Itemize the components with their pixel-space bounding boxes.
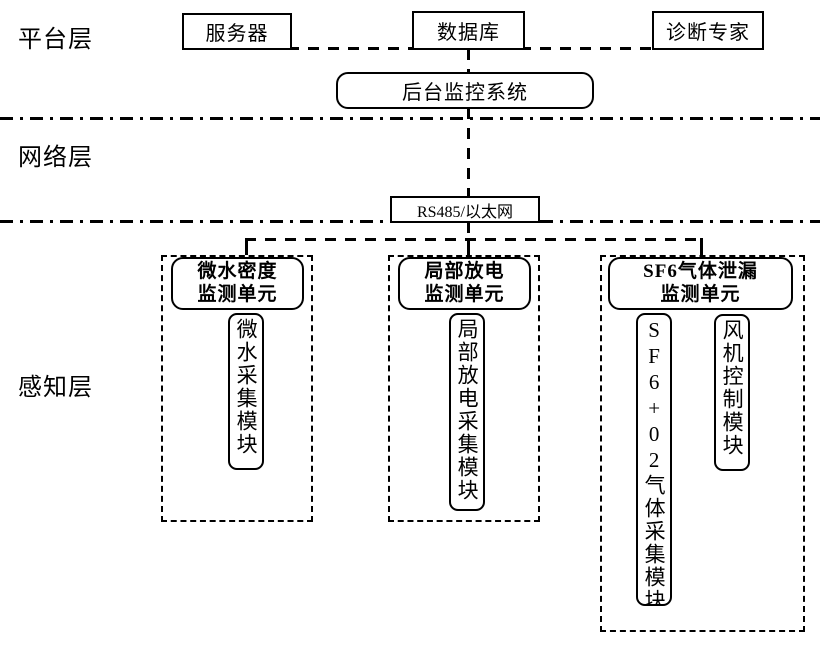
connector-distribution-bus: [245, 238, 702, 241]
backend-monitoring-system[interactable]: 后台监控系统: [336, 72, 594, 109]
layer-label-platform: 平台层: [18, 27, 93, 53]
micro-water-title-line1: 微水密度: [197, 261, 278, 283]
layer-label-network: 网络层: [18, 145, 93, 171]
sensing-unit-micro-water-density-title[interactable]: 微水密度 监测单元: [171, 257, 304, 310]
connector-bus-drop-left: [245, 238, 248, 255]
platform-node-server[interactable]: 服务器: [182, 13, 292, 50]
protocol-tag-rs485-ethernet[interactable]: RS485/以太网: [390, 196, 540, 223]
sensing-unit-sf6-gas-leak-title[interactable]: SF6气体泄漏 监测单元: [608, 257, 793, 310]
sensing-unit-sf6-gas-leak: [600, 255, 805, 632]
platform-node-database-label: 数据库: [437, 22, 500, 44]
connector-bus-drop-right: [700, 238, 703, 255]
connector-bus-drop-middle: [467, 238, 470, 255]
platform-node-expert-label: 诊断专家: [666, 22, 750, 44]
sensing-unit-partial-discharge-title[interactable]: 局部放电 监测单元: [398, 257, 531, 310]
module-micro-water-acquisition-label: 微水采集模块: [234, 318, 259, 456]
partial-discharge-title-line1: 局部放电: [424, 261, 505, 283]
module-micro-water-acquisition[interactable]: 微水采集模块: [228, 313, 264, 470]
module-partial-discharge-acquisition[interactable]: 局部放电采集模块: [449, 313, 485, 511]
platform-node-database[interactable]: 数据库: [412, 11, 525, 50]
sensing-unit-micro-water-density: [161, 255, 313, 522]
sf6-title-line2: 监测单元: [660, 283, 741, 305]
connector-database-to-expert: [520, 47, 658, 50]
micro-water-title-line2: 监测单元: [197, 283, 278, 305]
layer-label-sensing: 感知层: [18, 375, 93, 401]
partial-discharge-title-line2: 监测单元: [424, 283, 505, 305]
connector-rs485-to-bus: [467, 222, 470, 240]
sf6-title-line1: SF6气体泄漏: [643, 261, 758, 283]
backend-monitoring-system-label: 后台监控系统: [402, 82, 528, 104]
module-sf6-o2-gas-acquisition-label: SF6+02气体采集模块: [642, 318, 667, 606]
module-partial-discharge-acquisition-label: 局部放电采集模块: [455, 318, 480, 502]
connector-server-to-database: [288, 47, 418, 50]
platform-node-server-label: 服务器: [205, 23, 269, 45]
platform-node-expert[interactable]: 诊断专家: [652, 11, 764, 50]
module-fan-control[interactable]: 风机控制模块: [714, 314, 750, 471]
module-sf6-o2-gas-acquisition[interactable]: SF6+02气体采集模块: [636, 313, 672, 606]
protocol-tag-label: RS485/以太网: [416, 203, 514, 221]
connector-backend-to-rs485: [467, 108, 470, 200]
connector-database-to-backend: [467, 49, 470, 74]
sensing-unit-partial-discharge: [388, 255, 540, 522]
module-fan-control-label: 风机控制模块: [720, 319, 745, 457]
